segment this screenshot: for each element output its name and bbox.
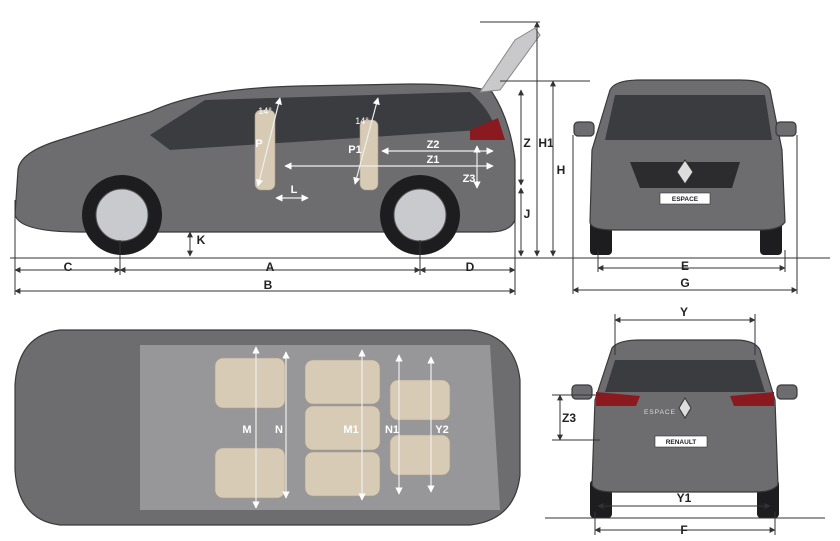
front-view: ESPACE E G <box>572 79 798 294</box>
dim-label-j: J <box>524 207 531 221</box>
dim-label-f: F <box>680 523 687 537</box>
left-taillight <box>596 392 640 406</box>
left-mirror <box>573 121 595 137</box>
dim-label-c: C <box>64 260 73 274</box>
dim-label-h: H <box>557 163 566 177</box>
rear-plate: RENAULT <box>666 439 697 446</box>
dim-label-h1: H1 <box>538 136 554 150</box>
dim-label-m1: M1 <box>343 424 358 436</box>
dim-label-y1: Y1 <box>677 491 692 505</box>
top-view: M N M1 N1 Y2 <box>14 329 521 526</box>
right-taillight <box>730 392 774 406</box>
dim-label-y2: Y2 <box>435 424 448 436</box>
dim-label-m: M <box>242 424 251 436</box>
rear-window <box>605 360 765 392</box>
seat-angle-front: 14° <box>258 106 272 116</box>
tailgate-open <box>478 27 541 93</box>
rear-left-mirror <box>571 384 593 400</box>
dim-label-rear-z3: Z3 <box>562 411 576 425</box>
rear-right-mirror <box>776 384 798 400</box>
dim-label-d: D <box>466 260 475 274</box>
seat-angle-rear: 14° <box>355 116 369 126</box>
dim-label-k: K <box>197 233 206 247</box>
rear-rim-icon <box>393 188 447 242</box>
dim-label-g: G <box>680 276 689 290</box>
dim-label-n: N <box>275 424 283 436</box>
dim-label-p1: P1 <box>348 144 361 156</box>
side-windows <box>150 92 495 150</box>
front-plate: ESPACE <box>672 196 699 203</box>
right-mirror <box>775 121 797 137</box>
windscreen <box>605 95 772 140</box>
rear-view: ESPACE RENAULT Y Z3 Y1 F <box>545 305 825 537</box>
taillight <box>470 118 505 140</box>
side-view: C A D B K Z J H1 H P P1 Z2 Z1 Z3 L 14° 1… <box>10 21 830 295</box>
dim-label-a: A <box>266 260 275 274</box>
dim-label-z2: Z2 <box>427 139 440 151</box>
rear-badge: ESPACE <box>644 409 676 416</box>
dim-label-z3: Z3 <box>463 173 476 185</box>
dim-label-p: P <box>255 138 262 150</box>
front-seat <box>254 109 276 191</box>
rear-renault-logo-icon <box>678 397 692 419</box>
dim-label-y: Y <box>680 305 688 319</box>
dim-label-l: L <box>291 184 298 196</box>
dim-label-z: Z <box>523 136 530 150</box>
renault-logo-icon <box>676 159 694 185</box>
dim-label-z1: Z1 <box>427 154 440 166</box>
front-rim-icon <box>95 188 149 242</box>
dim-label-n1: N1 <box>385 424 399 436</box>
dim-label-e: E <box>681 259 689 273</box>
dim-label-b: B <box>264 278 273 292</box>
